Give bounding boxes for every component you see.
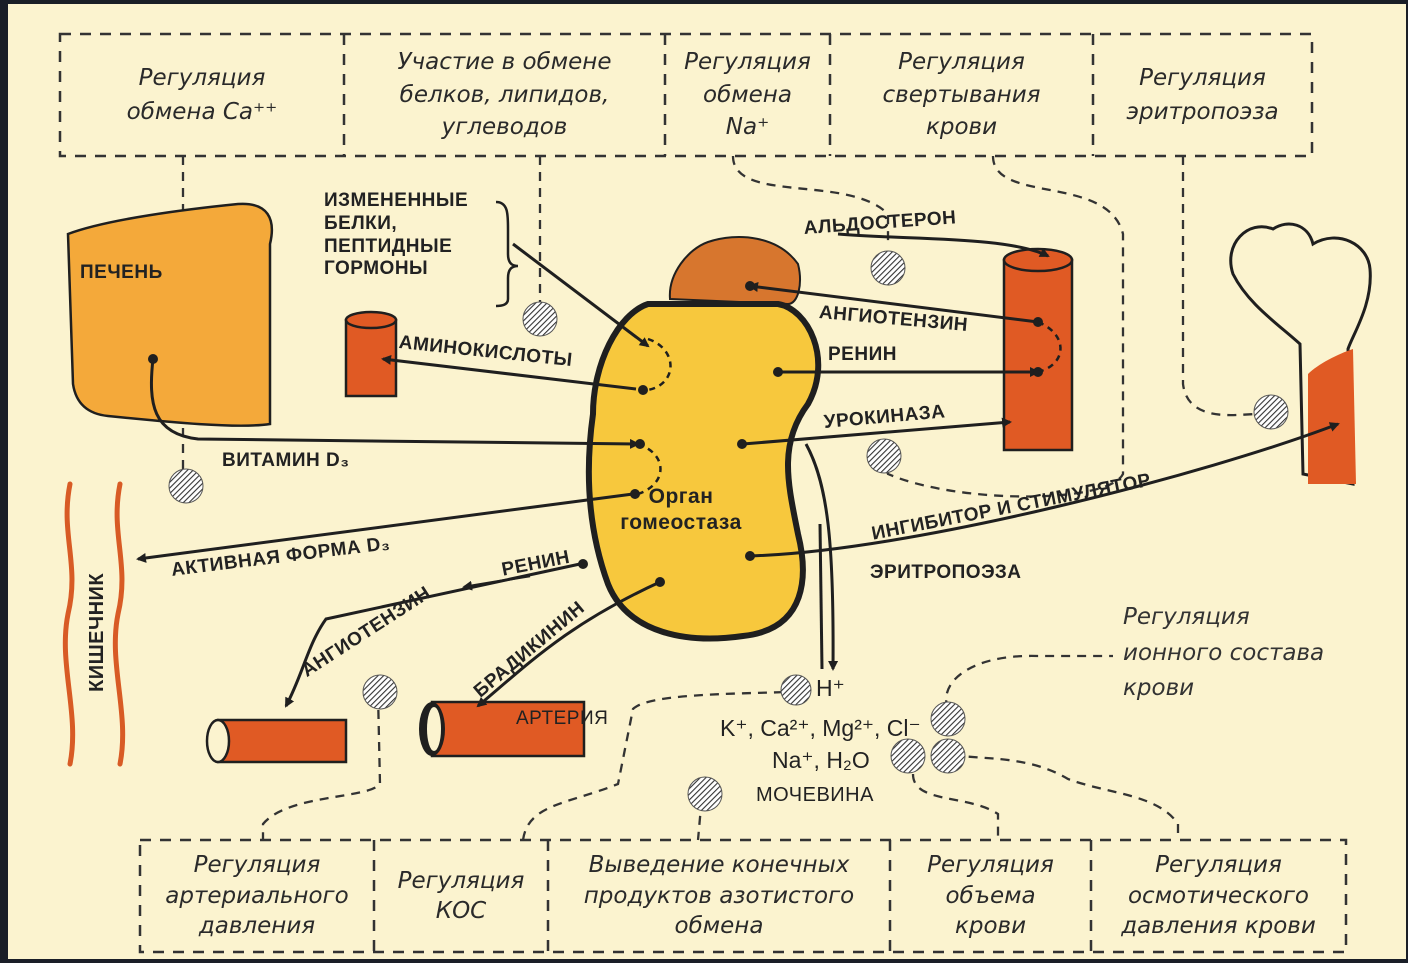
- altered-proteins-label: ИЗМЕНЕННЫЕ БЕЛКИ, ПЕПТИДНЫЕ ГОРМОНЫ: [324, 190, 468, 281]
- bottom-box-osmotic-text: Регуляция осмотического давления крови: [1121, 850, 1316, 941]
- ions-line-2: Na⁺, H₂O: [772, 744, 870, 777]
- top-box-erythropoiesis-text: Регуляция эритропоэза: [1126, 61, 1278, 130]
- top-box-sodium: Регуляция обмена Na⁺: [669, 38, 826, 152]
- h-ion-label: H⁺: [816, 672, 845, 705]
- vessel-bottom-left: [207, 720, 346, 762]
- intestine-label: КИШЕЧНИК: [86, 573, 109, 692]
- bone-shape: [1231, 224, 1371, 484]
- bottom-box-osmotic: Регуляция осмотического давления крови: [1095, 844, 1342, 948]
- vessel-right: [1004, 249, 1072, 450]
- vitamin-d3-label: ВИТАМИН D₃: [222, 450, 350, 472]
- bottom-box-nitrogen-text: Выведение конечных продуктов азотистого …: [584, 850, 854, 941]
- top-box-metabolism: Участие в обмене белков, липидов, углево…: [348, 38, 661, 152]
- organ-label: Орган гомеостаза: [606, 484, 756, 537]
- erythro-label-2: ЭРИТРОПОЭЗА: [870, 562, 1021, 584]
- top-box-sodium-text: Регуляция обмена Na⁺: [684, 46, 811, 144]
- diagram-page: Регуляция обмена Ca⁺⁺ Участие в обмене б…: [8, 4, 1406, 959]
- top-box-calcium: Регуляция обмена Ca⁺⁺: [64, 38, 340, 152]
- ions-line-1: K⁺, Ca²⁺, Mg²⁺, Cl⁻: [720, 712, 921, 745]
- bracket: [496, 202, 518, 306]
- top-box-erythropoiesis: Регуляция эритропоэза: [1097, 38, 1308, 152]
- bottom-box-acid-base-text: Регуляция КОС: [398, 866, 525, 927]
- bottom-box-pressure-text: Регуляция артериального давления: [165, 850, 348, 941]
- liver-shape: [68, 204, 272, 426]
- ion-regulation-label: Регуляция ионного состава крови: [1123, 600, 1324, 707]
- artery-label: АРТЕРИЯ: [516, 708, 608, 730]
- liver-label: ПЕЧЕНЬ: [80, 262, 163, 284]
- vessel-small: [346, 312, 396, 396]
- bottom-box-volume: Регуляция объема крови: [894, 844, 1087, 948]
- bottom-box-nitrogen: Выведение конечных продуктов азотистого …: [552, 844, 886, 948]
- top-box-coagulation-text: Регуляция свертывания крови: [883, 46, 1041, 144]
- bottom-box-volume-text: Регуляция объема крови: [927, 850, 1054, 941]
- kidney-shape: [589, 304, 818, 638]
- bottom-box-acid-base: Регуляция КОС: [378, 844, 544, 948]
- urea-label: МОЧЕВИНА: [756, 784, 874, 807]
- bottom-box-pressure: Регуляция артериального давления: [144, 844, 370, 948]
- top-box-coagulation: Регуляция свертывания крови: [834, 38, 1089, 152]
- renin-right-label: РЕНИН: [828, 344, 897, 366]
- top-box-calcium-text: Регуляция обмена Ca⁺⁺: [127, 61, 278, 130]
- adrenal-shape: [670, 237, 800, 304]
- top-box-metabolism-text: Участие в обмене белков, липидов, углево…: [398, 46, 612, 144]
